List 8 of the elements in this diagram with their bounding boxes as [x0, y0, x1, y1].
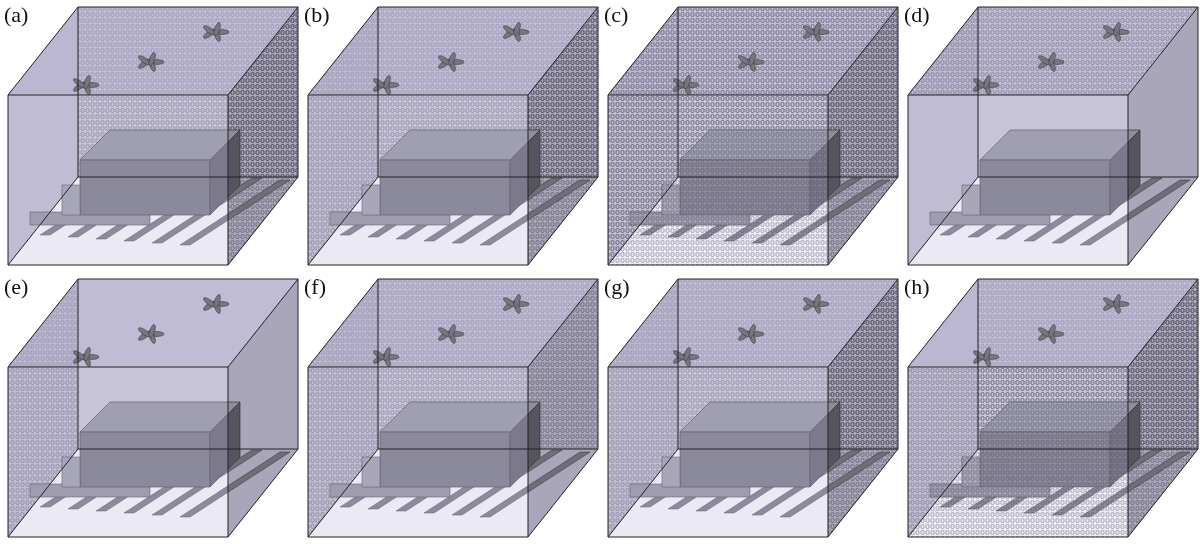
panel-label: (c): [604, 2, 629, 28]
panel-label: (a): [4, 2, 29, 28]
panel-label: (g): [604, 274, 630, 300]
panel-label: (e): [4, 274, 29, 300]
panel-label: (d): [904, 2, 930, 28]
panel-label: (h): [904, 274, 930, 300]
panel-label: (f): [304, 274, 326, 300]
panel-label: (b): [304, 2, 330, 28]
